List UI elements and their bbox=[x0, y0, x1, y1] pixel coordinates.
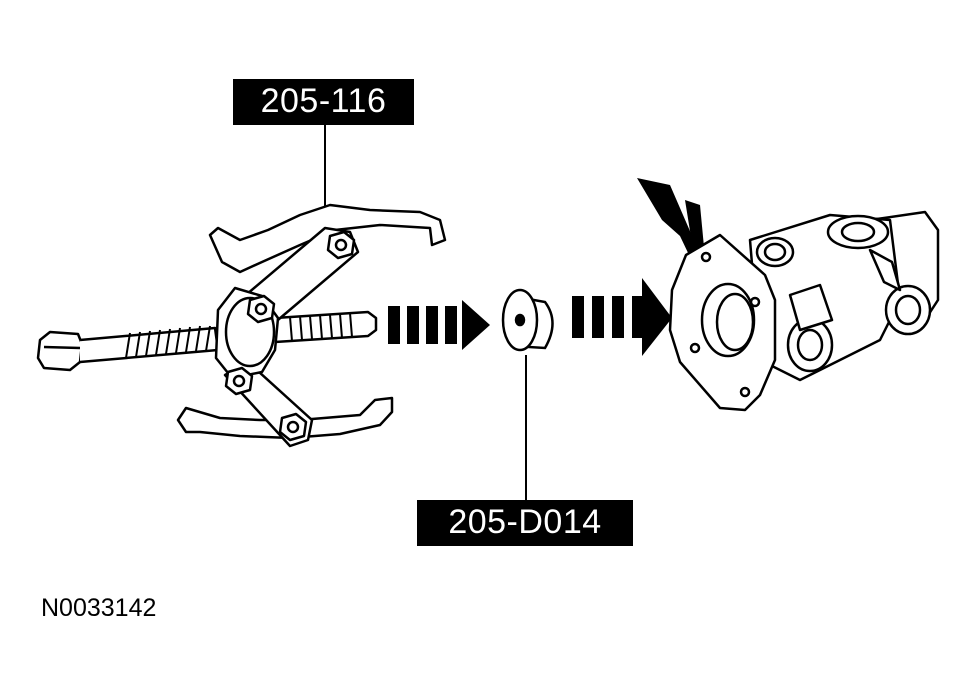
screw-hex-head bbox=[36, 330, 84, 372]
screw-threads-left bbox=[125, 325, 211, 359]
adapter-plug-illustration bbox=[501, 288, 554, 352]
nut-upper bbox=[326, 230, 356, 260]
screw-threads-right bbox=[289, 312, 353, 342]
nut-lower-left bbox=[224, 366, 254, 396]
nut-middle bbox=[246, 294, 276, 324]
callout-adapter-tool-number: 205-D014 bbox=[417, 500, 633, 546]
dashed-right-arrow-icon bbox=[388, 300, 490, 350]
gear-puller-illustration bbox=[36, 203, 447, 448]
upper-jaw bbox=[208, 203, 447, 274]
lower-jaw bbox=[176, 396, 394, 440]
nut-lower-right bbox=[278, 412, 308, 442]
callout-puller-tool-number: 205-116 bbox=[233, 79, 414, 125]
driveshaft-flange-illustration bbox=[668, 210, 940, 412]
figure-id-label: N0033142 bbox=[41, 594, 157, 622]
dashed-right-arrow-icon bbox=[572, 278, 672, 356]
